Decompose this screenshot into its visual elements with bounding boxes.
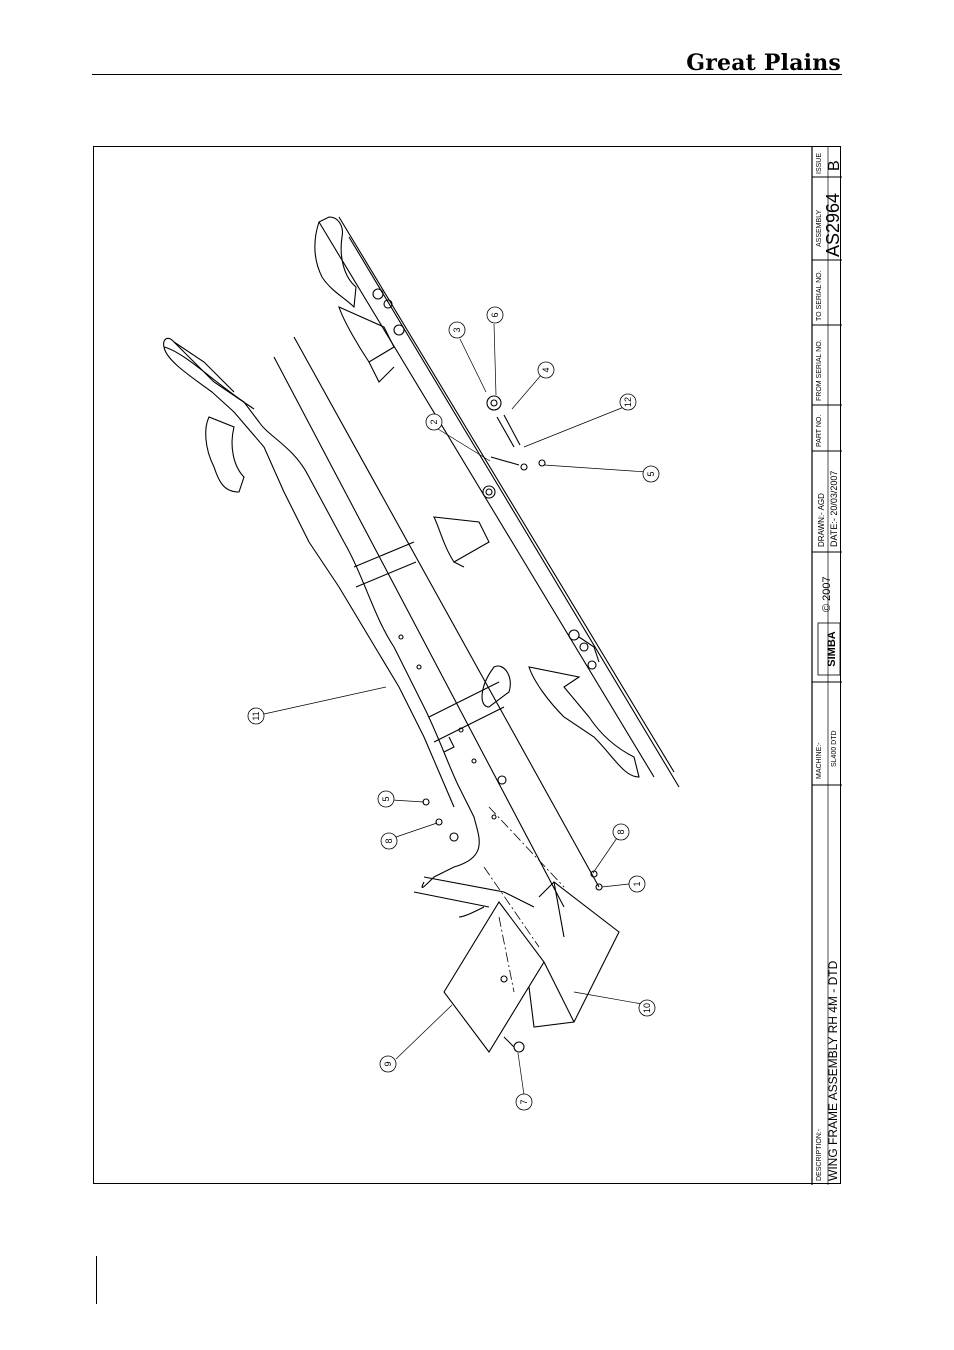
svg-text:2: 2 — [429, 419, 439, 424]
svg-text:11: 11 — [251, 711, 261, 720]
svg-text:4: 4 — [541, 367, 551, 372]
balloon-5-bottom: 5 — [378, 791, 394, 807]
balloon-6: 6 — [487, 307, 503, 323]
assembly-number: AS2964 — [823, 193, 842, 257]
balloon-8-right: 8 — [613, 824, 629, 840]
assembly-label: ASSEMBLY — [816, 209, 823, 247]
issue-label: ISSUE — [816, 153, 823, 174]
svg-text:SIMBA: SIMBA — [826, 631, 838, 667]
pin-assembly — [487, 396, 545, 470]
balloon-8-left: 8 — [381, 833, 397, 849]
title-block-text: DESCRIPTION:- WING FRAME ASSEMBLY RH 4M … — [816, 153, 842, 1181]
svg-text:5: 5 — [381, 796, 391, 801]
svg-text:12: 12 — [623, 397, 633, 407]
leader-lines — [264, 324, 647, 1095]
drawing-sheet: 3 6 4 12 2 5 11 5 8 8 1 10 9 7 DESCRIPTI… — [93, 146, 841, 1184]
balloon-3: 3 — [449, 322, 465, 338]
header-divider — [92, 74, 842, 75]
drawing-canvas: 3 6 4 12 2 5 11 5 8 8 1 10 9 7 DESCRIPTI… — [94, 147, 842, 1185]
svg-text:3: 3 — [452, 327, 462, 332]
balloon-5-top: 5 — [643, 466, 659, 482]
part-no-label: PART NO. — [816, 415, 823, 447]
description: WING FRAME ASSEMBLY RH 4M - DTD — [826, 960, 840, 1181]
page-edge-rule — [96, 1256, 97, 1304]
simba-logo: SIMBA — [818, 623, 840, 675]
svg-text:6: 6 — [490, 312, 500, 317]
balloon-1: 1 — [629, 876, 645, 892]
from-serial-label: FROM SERIAL NO. — [816, 339, 823, 401]
issue-letter: B — [826, 160, 842, 171]
svg-text:8: 8 — [384, 838, 394, 843]
stone-box — [444, 871, 619, 1052]
drawing-date: DATE:- 20/03/2007 — [829, 471, 839, 547]
balloon-12: 12 — [620, 394, 636, 410]
balloon-2: 2 — [426, 414, 442, 430]
balloon-10: 10 — [639, 1000, 655, 1016]
description-label: DESCRIPTION:- — [816, 1128, 823, 1181]
svg-text:1: 1 — [632, 881, 642, 886]
wing-frame-drawing — [164, 217, 679, 1052]
balloon-7: 7 — [516, 1094, 532, 1110]
to-serial-label: TO SERIAL NO. — [816, 270, 823, 321]
item-balloons: 3 6 4 12 2 5 11 5 8 8 1 10 9 7 — [248, 307, 659, 1110]
balloon-9: 9 — [380, 1056, 396, 1072]
balloon-11: 11 — [248, 708, 264, 724]
svg-text:10: 10 — [642, 1003, 652, 1013]
copyright: © 2007 — [821, 576, 833, 612]
svg-text:5: 5 — [646, 471, 656, 476]
machine: SL400 DTD — [831, 730, 838, 767]
drawn-by: DRAWN:- AGD — [817, 493, 826, 547]
svg-text:7: 7 — [519, 1099, 529, 1104]
brand-logo-text: Great Plains — [686, 50, 841, 76]
svg-text:8: 8 — [616, 829, 626, 834]
balloon-4: 4 — [538, 362, 554, 378]
machine-label: MACHINE:- — [816, 742, 823, 779]
svg-text:9: 9 — [383, 1061, 393, 1066]
